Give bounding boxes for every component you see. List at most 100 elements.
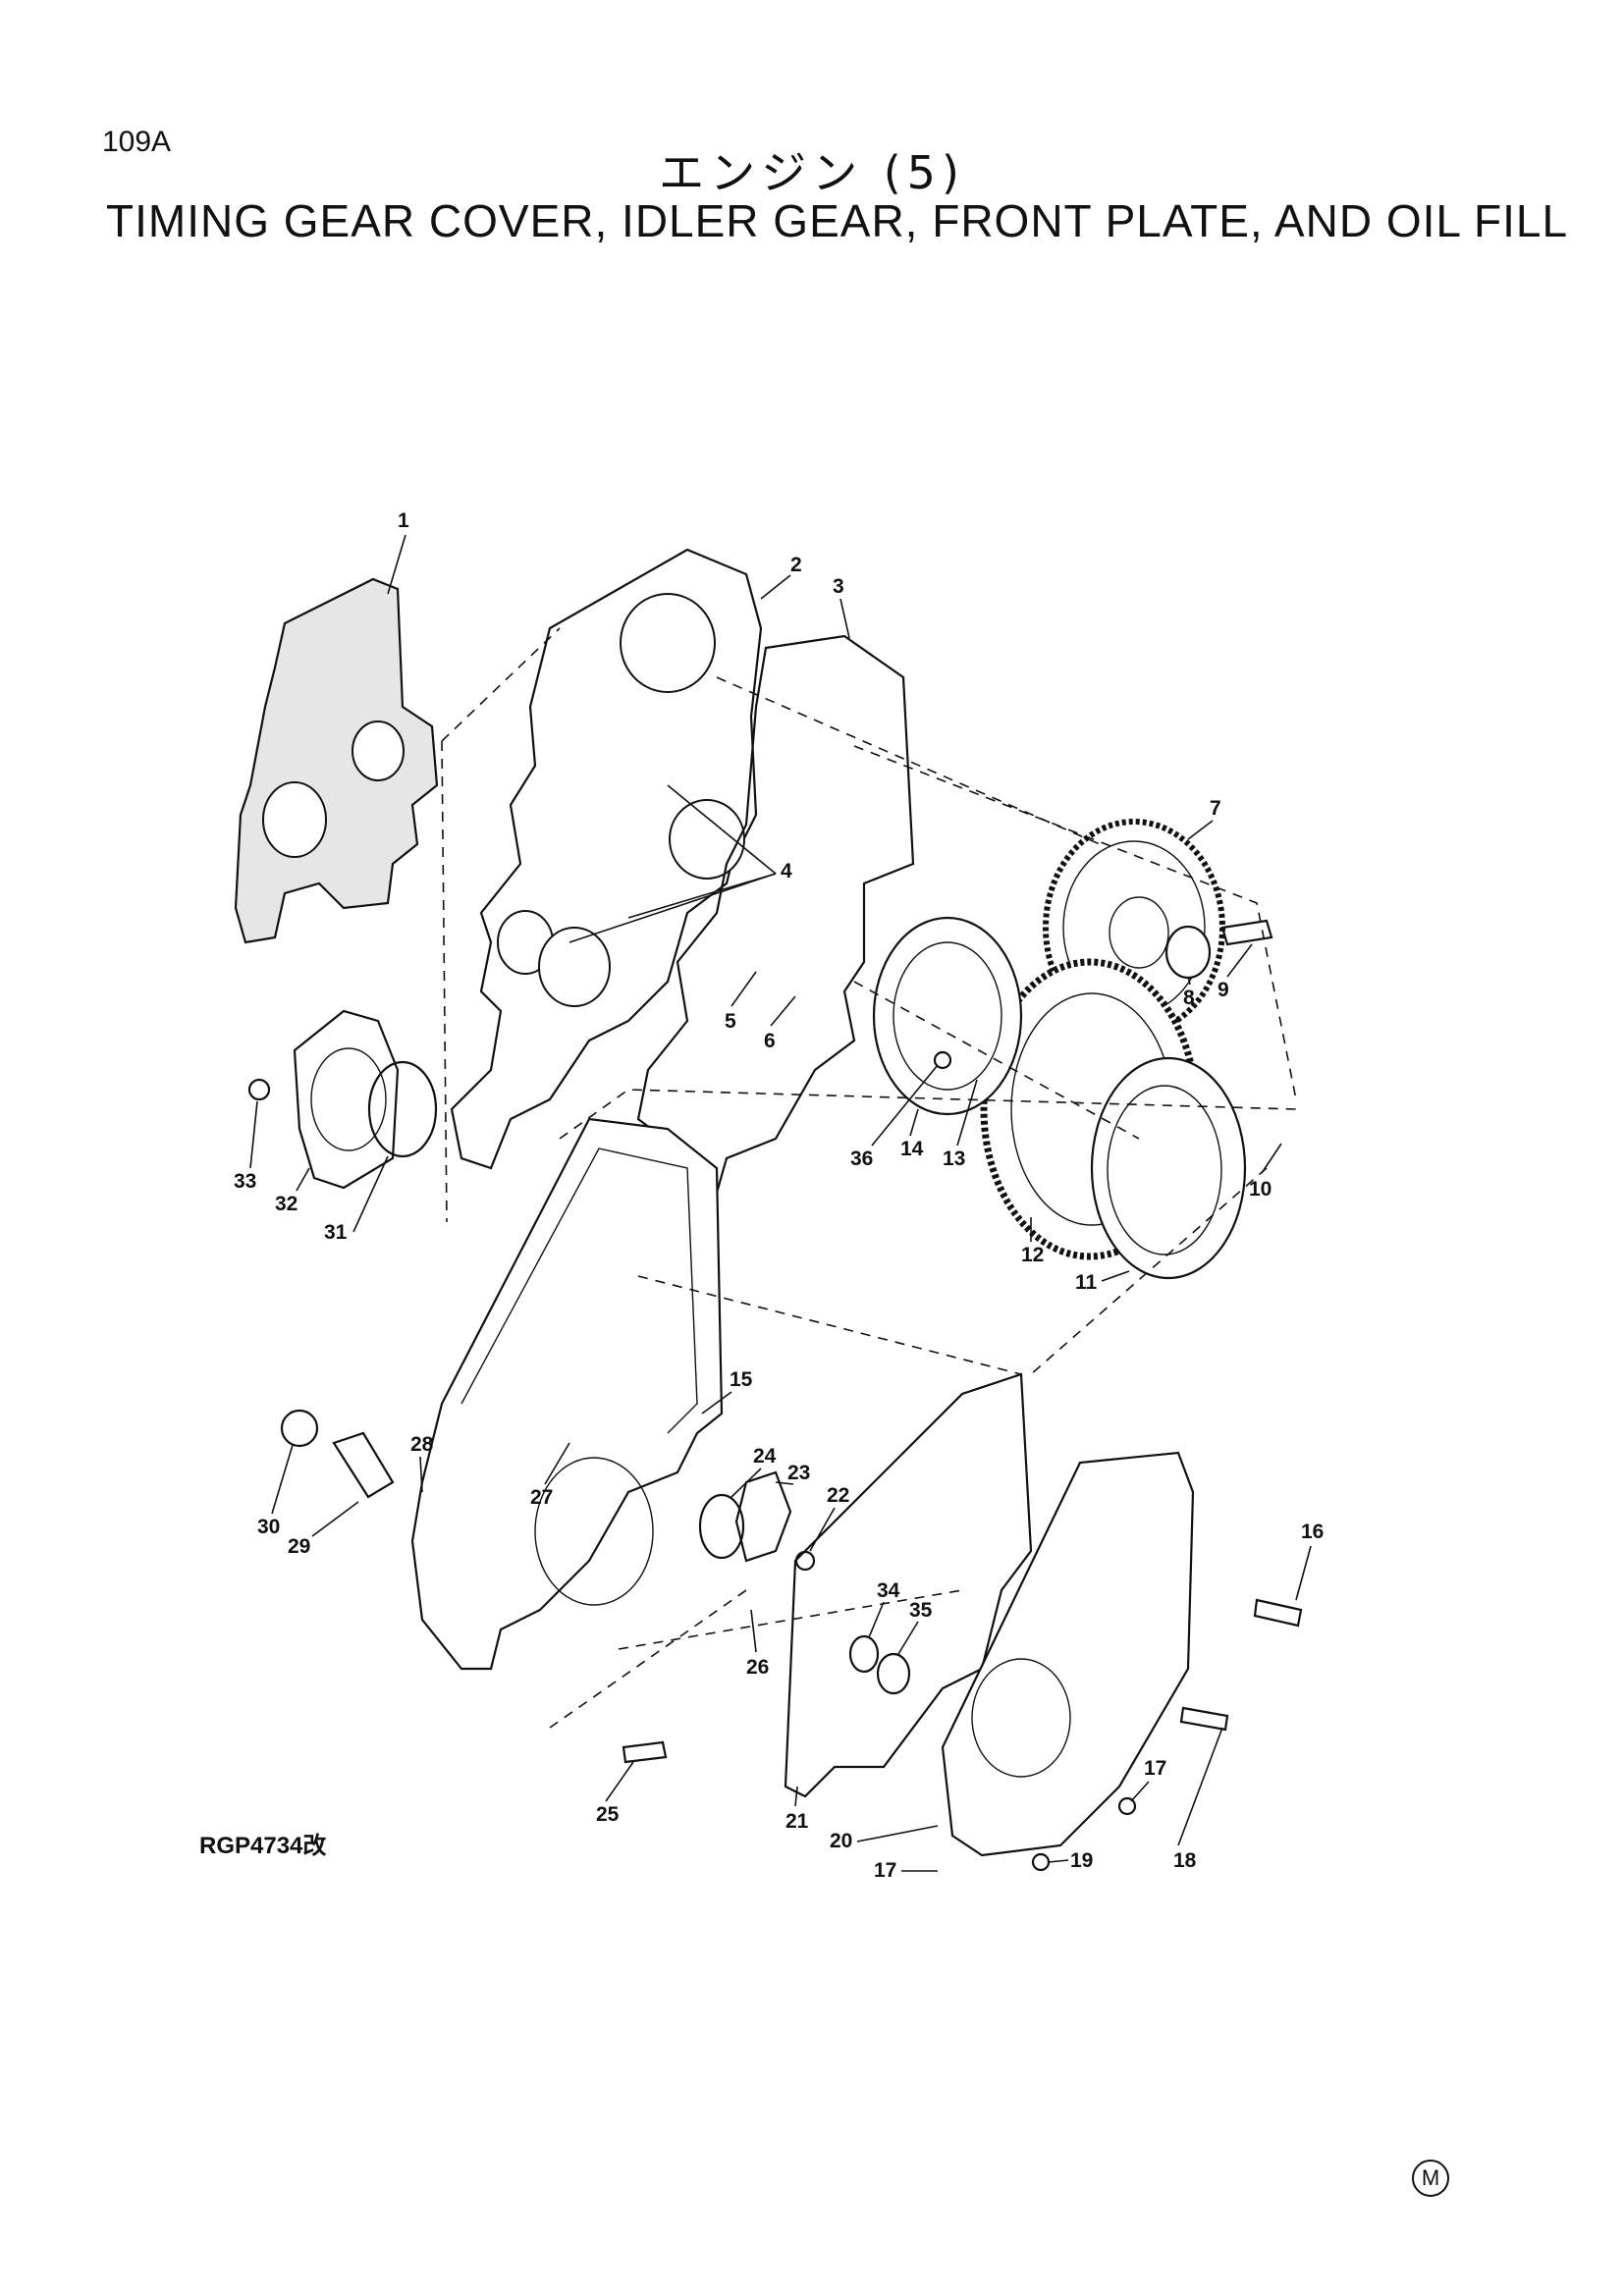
callout-24: 24 — [731, 1445, 777, 1498]
svg-text:30: 30 — [257, 1516, 280, 1538]
part-19-nut[interactable] — [1031, 1852, 1051, 1872]
part-8-washer[interactable] — [1164, 925, 1212, 980]
svg-text:33: 33 — [234, 1170, 256, 1193]
part-31-o-ring[interactable] — [367, 1060, 438, 1158]
callout-3: 3 — [833, 575, 850, 639]
svg-text:8: 8 — [1183, 987, 1195, 1009]
svg-text:17: 17 — [874, 1859, 896, 1882]
svg-text:9: 9 — [1218, 979, 1229, 1001]
part-11-thrust-plate[interactable] — [1090, 1056, 1247, 1280]
part-1-gasket[interactable] — [234, 577, 439, 944]
svg-text:23: 23 — [787, 1462, 810, 1484]
svg-text:3: 3 — [833, 575, 844, 598]
callout-17-lower: 17 — [874, 1859, 938, 1882]
callout-35: 35 — [897, 1599, 933, 1655]
callout-8: 8 — [1183, 976, 1195, 1009]
drawing-reference: RGP4734改 — [199, 1833, 327, 1859]
callout-11: 11 — [1075, 1270, 1130, 1294]
callout-15: 15 — [701, 1368, 753, 1415]
callout-20: 20 — [830, 1825, 939, 1852]
callout-21: 21 — [785, 1786, 809, 1833]
svg-text:14: 14 — [900, 1138, 924, 1160]
part-20-cover[interactable] — [941, 1451, 1195, 1857]
part-29-oil-fill-tube[interactable] — [332, 1431, 395, 1499]
part-17-bolt[interactable] — [1117, 1796, 1137, 1816]
svg-text:36: 36 — [850, 1148, 873, 1170]
callout-5: 5 — [725, 971, 757, 1033]
part-15-timing-gear-cover[interactable] — [410, 1117, 724, 1671]
svg-text:6: 6 — [764, 1030, 776, 1052]
svg-text:26: 26 — [746, 1656, 769, 1679]
part-9-bolt[interactable] — [1220, 919, 1273, 946]
callout-29: 29 — [288, 1501, 359, 1558]
svg-text:22: 22 — [827, 1484, 849, 1507]
callout-9: 9 — [1218, 943, 1253, 1001]
callout-2: 2 — [760, 554, 802, 600]
callout-14: 14 — [900, 1108, 924, 1160]
page-title: TIMING GEAR COVER, IDLER GEAR, FRONT PLA… — [106, 195, 1569, 246]
svg-text:16: 16 — [1301, 1521, 1324, 1543]
assembly-lines — [441, 627, 1297, 1729]
callout-28: 28 — [410, 1433, 434, 1493]
callout-25: 25 — [596, 1761, 634, 1826]
svg-text:21: 21 — [785, 1810, 809, 1833]
callout-26: 26 — [746, 1609, 769, 1679]
part-33-nut[interactable] — [247, 1078, 271, 1101]
circled-mark: M — [1412, 2160, 1449, 2197]
svg-text:27: 27 — [530, 1486, 553, 1509]
callout-19: 19 — [1048, 1849, 1093, 1872]
title-japanese: エンジン (5) — [659, 146, 965, 199]
callout-6: 6 — [764, 995, 796, 1052]
callout-10: 10 — [1249, 1143, 1282, 1201]
part-32-cover-plate[interactable] — [293, 1009, 400, 1190]
part-25-bolt[interactable] — [622, 1740, 668, 1764]
part-22-nut[interactable] — [794, 1550, 816, 1572]
svg-text:2: 2 — [790, 554, 802, 576]
callout-30: 30 — [257, 1444, 294, 1538]
page-code: 109A — [102, 126, 172, 158]
part-21-gasket[interactable] — [784, 1372, 1033, 1798]
svg-text:13: 13 — [943, 1148, 965, 1170]
svg-text:12: 12 — [1021, 1244, 1044, 1266]
callout-13: 13 — [943, 1079, 978, 1170]
part-2-front-plate[interactable] — [450, 548, 763, 1170]
callout-7: 7 — [1187, 797, 1221, 840]
callout-31: 31 — [324, 1155, 389, 1244]
part-14-hub[interactable] — [872, 916, 1023, 1116]
svg-text:4: 4 — [781, 860, 792, 882]
svg-text:24: 24 — [753, 1445, 777, 1468]
callout-36: 36 — [850, 1064, 939, 1170]
svg-text:17: 17 — [1144, 1757, 1166, 1780]
svg-text:29: 29 — [288, 1535, 310, 1558]
svg-text:20: 20 — [830, 1830, 852, 1852]
part-23-cover[interactable] — [734, 1470, 792, 1563]
svg-text:15: 15 — [730, 1368, 753, 1391]
svg-text:11: 11 — [1075, 1271, 1098, 1294]
callout-22: 22 — [809, 1484, 849, 1552]
callout-34: 34 — [868, 1579, 900, 1638]
svg-text:28: 28 — [410, 1433, 434, 1456]
callout-4: 4 — [568, 784, 792, 943]
svg-text:7: 7 — [1210, 797, 1221, 820]
part-18-bolt[interactable] — [1179, 1706, 1229, 1732]
callout-23: 23 — [775, 1462, 810, 1485]
svg-text:5: 5 — [725, 1010, 736, 1033]
part-16-bolt[interactable] — [1253, 1598, 1303, 1628]
svg-text:10: 10 — [1249, 1178, 1272, 1201]
part-24-o-ring[interactable] — [698, 1493, 745, 1560]
svg-text:19: 19 — [1070, 1849, 1093, 1872]
callout-16: 16 — [1295, 1521, 1324, 1601]
callout-27: 27 — [530, 1442, 570, 1509]
part-35-plug[interactable] — [876, 1652, 911, 1695]
part-30-oil-fill-cap[interactable] — [280, 1409, 319, 1448]
svg-text:18: 18 — [1173, 1849, 1197, 1872]
callout-12: 12 — [1021, 1217, 1044, 1266]
callout-1: 1 — [387, 509, 409, 595]
svg-text:32: 32 — [275, 1193, 298, 1215]
callout-17-upper: 17 — [1130, 1757, 1166, 1802]
callout-33: 33 — [234, 1100, 258, 1193]
part-34-o-ring[interactable] — [848, 1634, 880, 1674]
callout-18: 18 — [1173, 1727, 1223, 1872]
callout-32: 32 — [275, 1167, 310, 1215]
